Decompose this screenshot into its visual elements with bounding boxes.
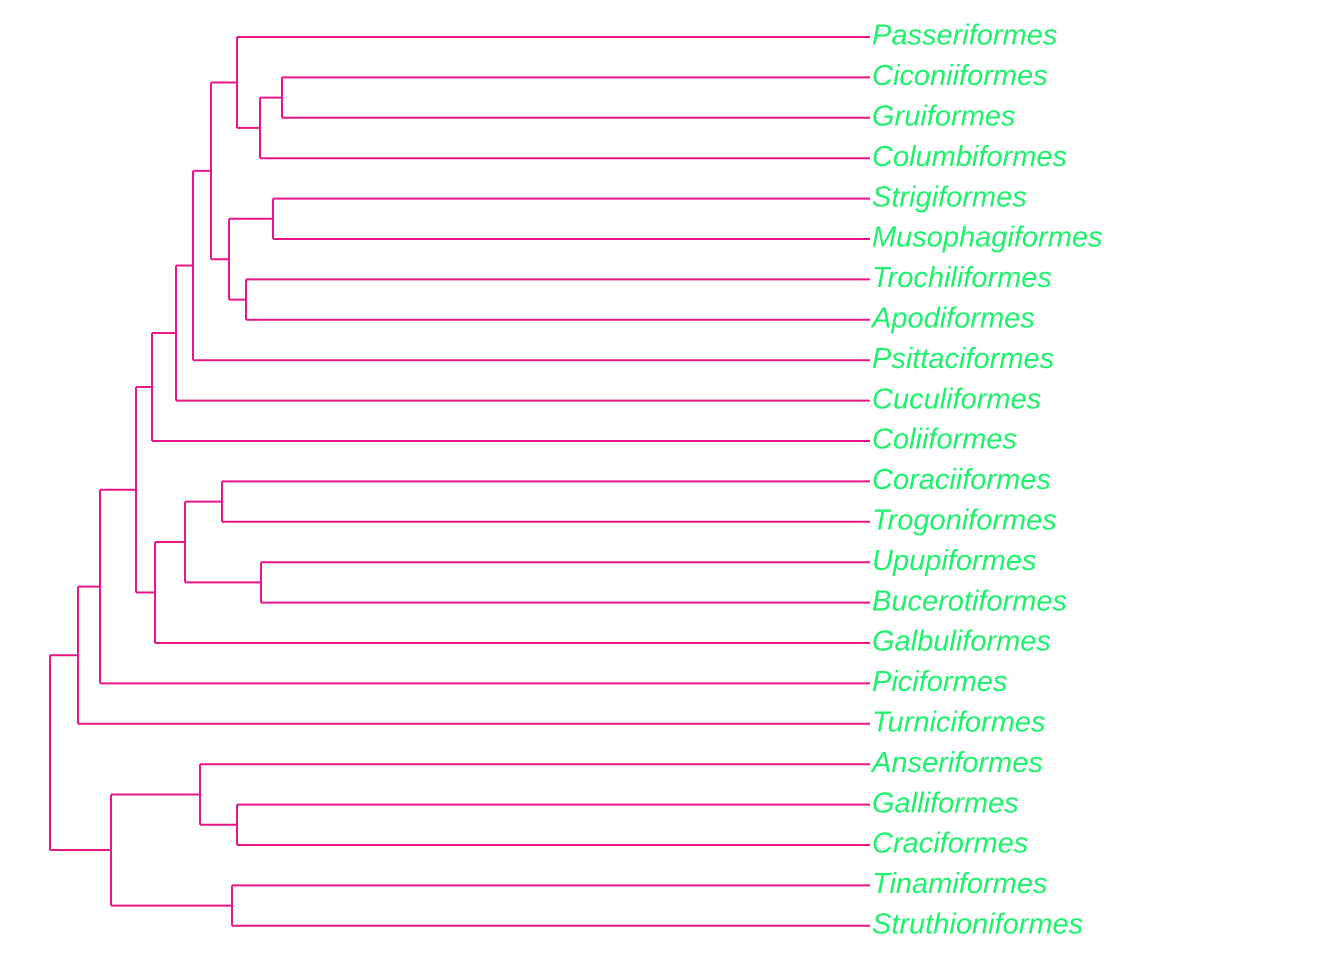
tip-label-galliformes: Galliformes — [872, 787, 1019, 819]
tip-label-coraciiformes: Coraciiformes — [872, 464, 1051, 496]
tip-label-layer: PasseriformesCiconiiformesGruiformesColu… — [870, 20, 1103, 941]
tip-label-columbiformes: Columbiformes — [872, 141, 1067, 173]
tip-label-tinamiformes: Tinamiformes — [872, 868, 1047, 900]
tip-label-psittaciformes: Psittaciformes — [872, 343, 1054, 375]
tip-label-trochiliformes: Trochiliformes — [872, 262, 1052, 294]
tip-label-piciformes: Piciformes — [872, 666, 1007, 698]
tip-label-cuculiformes: Cuculiformes — [872, 383, 1041, 415]
tip-label-craciformes: Craciformes — [872, 828, 1028, 860]
tip-label-struthioniformes: Struthioniformes — [872, 908, 1083, 940]
tip-label-musophagiformes: Musophagiformes — [872, 222, 1103, 254]
tip-label-trogoniformes: Trogoniformes — [872, 504, 1057, 536]
tip-label-anseriformes: Anseriformes — [870, 747, 1043, 779]
tip-label-galbuliformes: Galbuliformes — [872, 626, 1051, 658]
tip-label-bucerotiformes: Bucerotiformes — [872, 585, 1067, 617]
tip-label-coliiformes: Coliiformes — [872, 424, 1017, 456]
tip-label-gruiformes: Gruiformes — [872, 100, 1015, 132]
branch-layer — [49, 36, 870, 927]
tip-label-strigiformes: Strigiformes — [872, 181, 1027, 213]
tip-label-ciconiiformes: Ciconiiformes — [872, 60, 1048, 92]
tip-label-apodiformes: Apodiformes — [870, 302, 1035, 334]
tip-label-upupiformes: Upupiformes — [872, 545, 1036, 577]
tip-label-passeriformes: Passeriformes — [872, 20, 1057, 52]
tip-label-turniciformes: Turniciformes — [872, 706, 1046, 738]
